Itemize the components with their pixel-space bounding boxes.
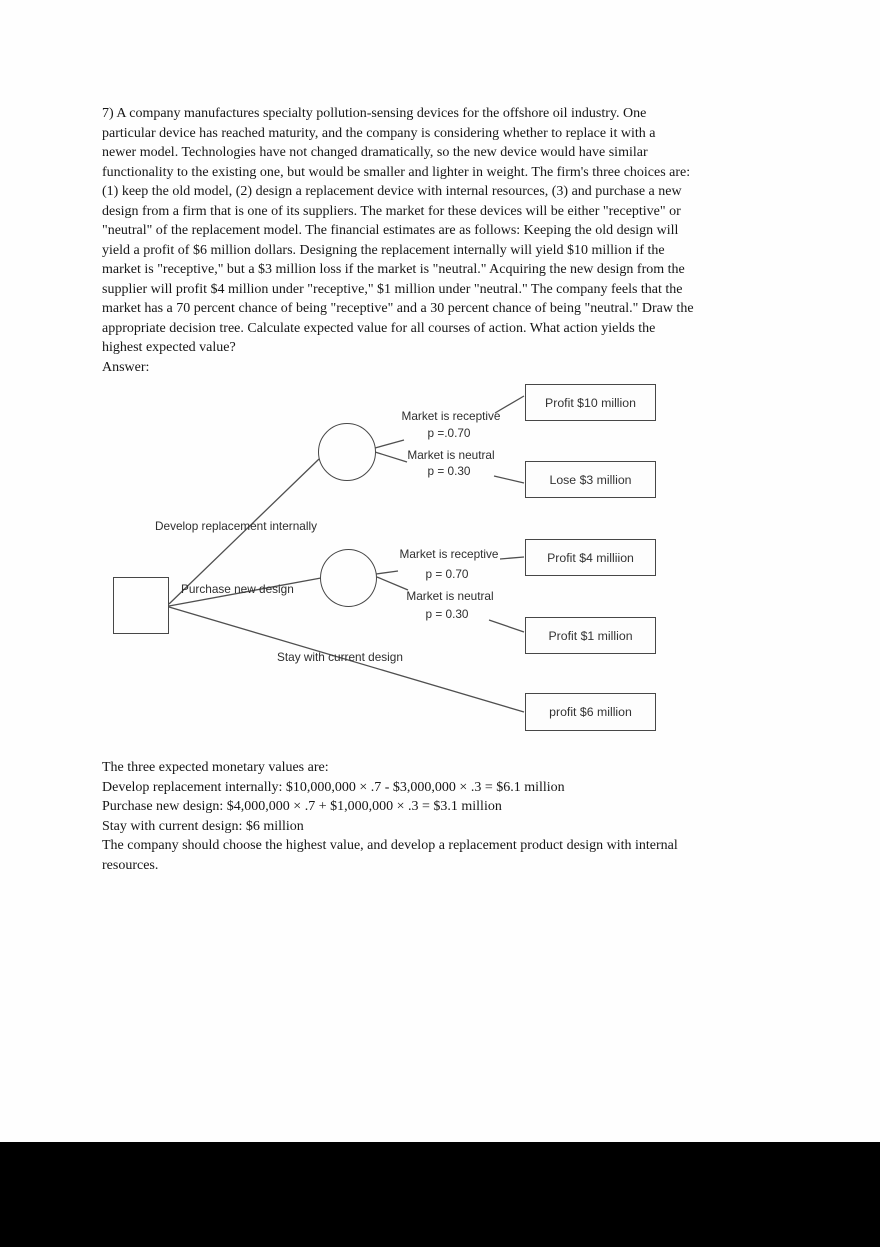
question-line: "neutral" of the replacement model. The … (102, 223, 679, 238)
question-line: (1) keep the old model, (2) design a rep… (102, 184, 682, 199)
question-line: design from a firm that is one of its su… (102, 203, 681, 219)
question-line: yield a profit of $6 million dollars. De… (102, 242, 665, 258)
chance-node-circle-purchase (320, 549, 377, 607)
solution-line: Stay with current design: $6 million (102, 818, 304, 834)
question-line: particular device has reached maturity, … (102, 125, 656, 141)
solution-line: Purchase new design: $4,000,000 × .7 + $… (102, 799, 502, 814)
question-line: market is "receptive," but a $3 million … (102, 262, 685, 277)
branch-label-develop: Develop replacement internally (155, 519, 317, 533)
outcome-box-profit-1-million: Profit $1 million (525, 617, 656, 654)
question-line: functionality to the existing one, but w… (102, 164, 691, 180)
chance1-neutral-probability: p = 0.30 (427, 464, 471, 478)
outcome-box-profit-4-million: Profit $4 milliion (525, 539, 656, 576)
outcome-box-profit-10-million: Profit $10 million (525, 384, 656, 421)
solution-text: The three expected monetary values are: … (102, 758, 678, 875)
chance-node-circle-develop (318, 423, 376, 481)
branch-label-purchase: Purchase new design (181, 582, 294, 596)
question-line: appropriate decision tree. Calculate exp… (102, 320, 656, 336)
solution-line: resources. (102, 857, 159, 873)
chance1-receptive-probability: p =.0.70 (427, 426, 471, 440)
chance1-receptive-stub (374, 439, 405, 449)
outcome-box-lose-3-million: Lose $3 million (525, 461, 656, 498)
chance2-receptive-probability: p = 0.70 (425, 567, 469, 581)
question-text: 7) A company manufactures specialty poll… (102, 104, 694, 377)
chance2-receptive-label: Market is receptive (399, 547, 499, 561)
chance1-neutral-label: Market is neutral (407, 448, 495, 462)
chance2-neutral-probability: p = 0.30 (425, 607, 469, 621)
solution-line: Develop replacement internally: $10,000,… (102, 779, 565, 795)
question-line: newer model. Technologies have not chang… (102, 145, 648, 160)
answer-label: Answer: (102, 359, 150, 375)
bottom-black-bar (0, 1142, 880, 1247)
solution-line: The three expected monetary values are: (102, 760, 329, 775)
branch-label-stay: Stay with current design (277, 650, 403, 664)
question-line: supplier will profit $4 million under "r… (102, 281, 683, 297)
connector-to-box-profit1 (488, 619, 525, 633)
solution-line: The company should choose the highest va… (102, 838, 678, 853)
chance2-neutral-label: Market is neutral (406, 589, 494, 603)
decision-node-square (113, 577, 169, 634)
outcome-box-profit-6-million: profit $6 million (525, 693, 656, 731)
question-line: highest expected value? (102, 340, 236, 355)
question-line: 7) A company manufactures specialty poll… (102, 106, 647, 121)
question-line: market has a 70 percent chance of being … (102, 301, 694, 316)
chance1-receptive-label: Market is receptive (401, 409, 501, 423)
